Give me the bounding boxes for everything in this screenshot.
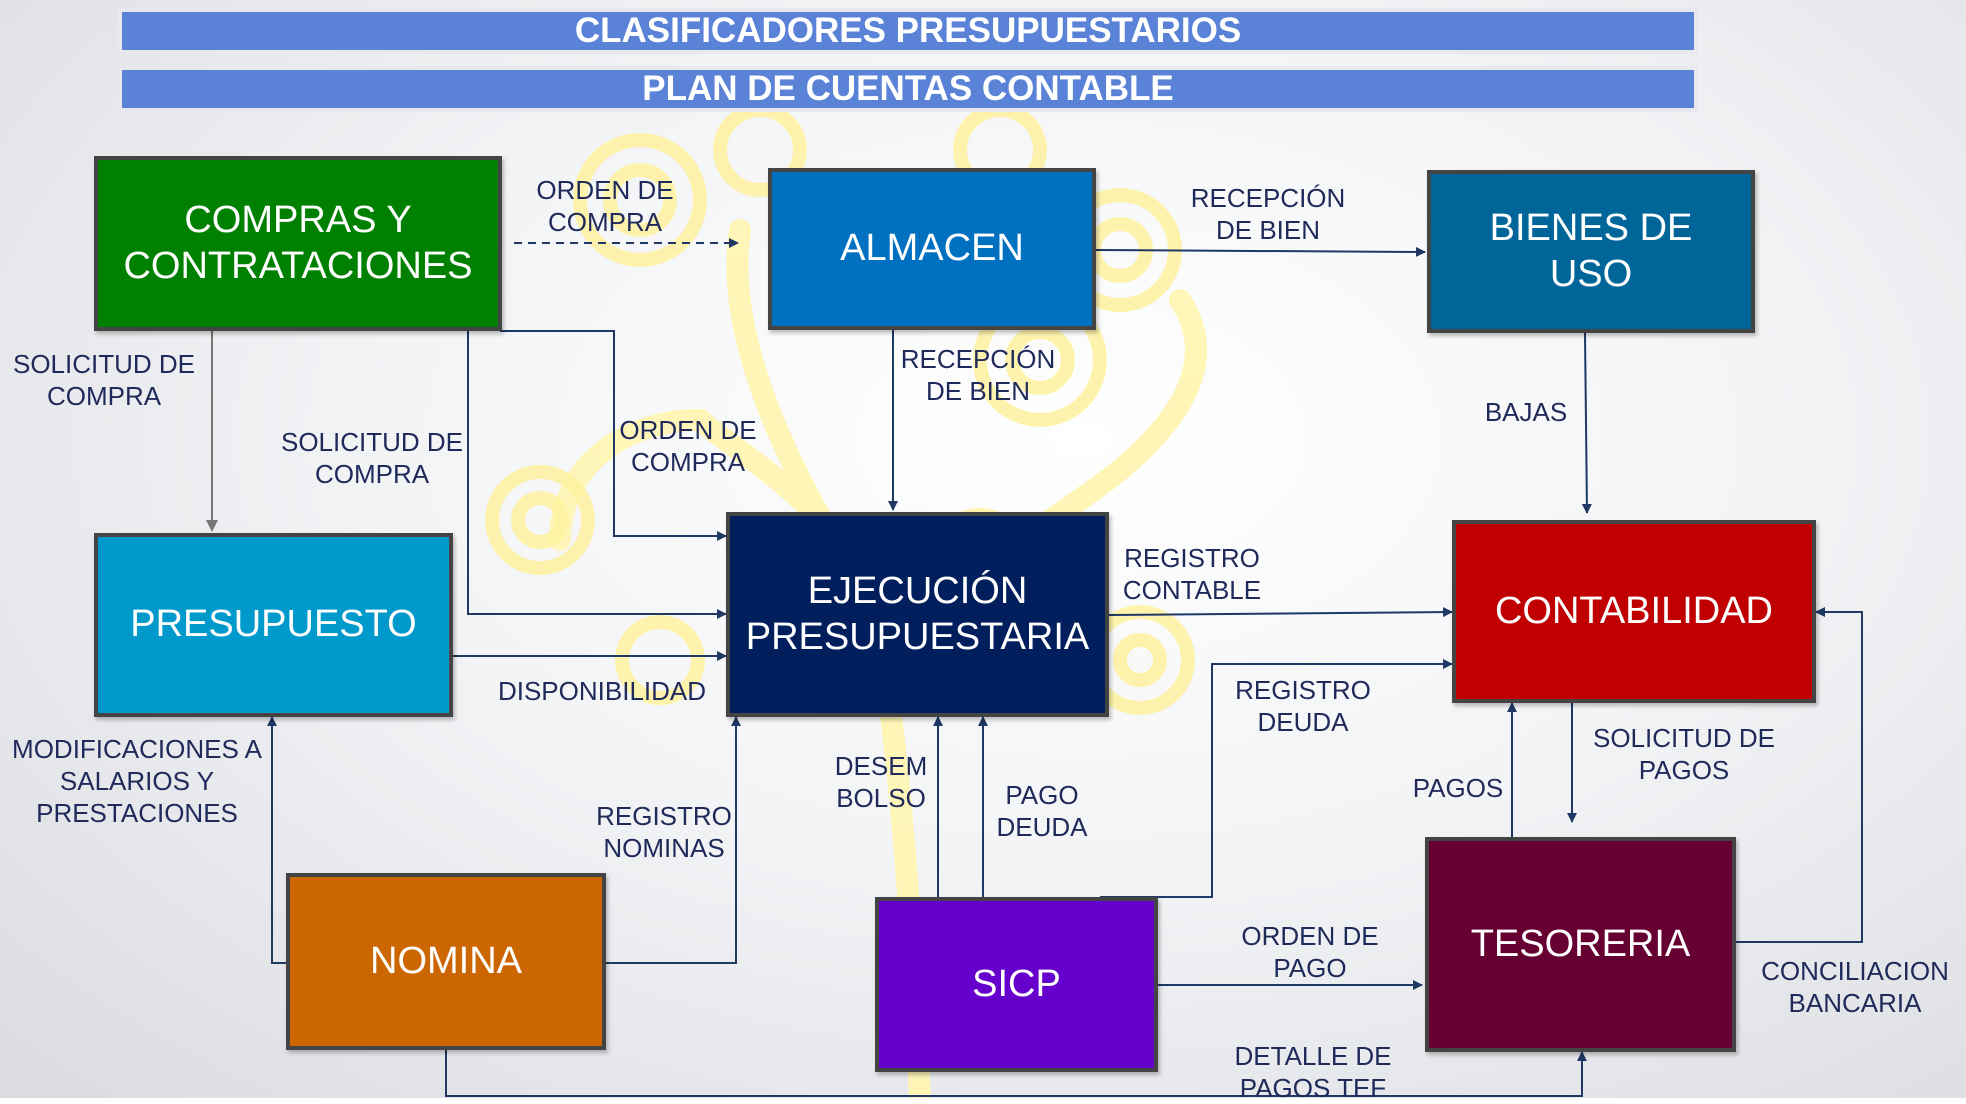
edge-nomina-ejecucion xyxy=(604,716,741,964)
label-recepcion-bien-top: RECEPCIÓN DE BIEN xyxy=(1190,183,1346,245)
label-solicitud-compra-left: SOLICITUD DE COMPRA xyxy=(12,349,196,411)
node-presupuesto: PRESUPUESTO xyxy=(94,533,453,717)
label-recepcion-bien-mid: RECEPCIÓN DE BIEN xyxy=(900,344,1056,406)
label-modificaciones-salarios: MODIFICACIONES A SALARIOS Y PRESTACIONES xyxy=(12,734,262,828)
node-tesoreria: TESORERIA xyxy=(1425,837,1736,1052)
label-desembolso: DESEM BOLSO xyxy=(834,751,928,813)
banner-clasificadores: CLASIFICADORES PRESUPUESTARIOS xyxy=(118,8,1698,54)
label-registro-nominas: REGISTRO NOMINAS xyxy=(596,801,732,863)
edge-nomina-presupuesto xyxy=(267,716,288,964)
node-bienes-de-uso: BIENES DE USO xyxy=(1427,170,1755,333)
label-registro-contable: REGISTRO CONTABLE xyxy=(1122,543,1262,605)
banner-plan-cuentas: PLAN DE CUENTAS CONTABLE xyxy=(118,66,1698,112)
node-compras-contrataciones: COMPRAS Y CONTRATACIONES xyxy=(94,156,502,331)
label-orden-compra-mid: ORDEN DE COMPRA xyxy=(619,415,757,477)
edge-ejecucion-contabilidad xyxy=(1108,607,1453,618)
node-ejecucion-presupuestaria: EJECUCIÓN PRESUPUESTARIA xyxy=(726,512,1109,717)
label-disponibilidad: DISPONIBILIDAD xyxy=(497,676,707,706)
node-almacen: ALMACEN xyxy=(768,168,1096,330)
node-nomina: NOMINA xyxy=(286,873,606,1050)
label-orden-pago: ORDEN DE PAGO xyxy=(1241,921,1379,983)
edge-compras-ejecucion-orden xyxy=(500,330,727,541)
label-pagos: PAGOS xyxy=(1412,773,1504,803)
label-bajas: BAJAS xyxy=(1484,397,1568,427)
node-sicp: SICP xyxy=(875,897,1158,1072)
node-contabilidad: CONTABILIDAD xyxy=(1452,520,1816,703)
label-conciliacion-bancaria: CONCILIACION BANCARIA xyxy=(1761,956,1949,1018)
label-solicitud-compra-mid: SOLICITUD DE COMPRA xyxy=(280,427,464,489)
edge-bienes-contabilidad xyxy=(1581,332,1592,514)
edge-tesoreria-conciliacion xyxy=(1736,607,1863,943)
edge-nomina-tesoreria xyxy=(445,1050,1587,1097)
label-orden-compra-top: ORDEN DE COMPRA xyxy=(536,175,674,237)
label-solicitud-pagos: SOLICITUD DE PAGOS xyxy=(1592,723,1776,785)
edge-compras-ejecucion-solicitud xyxy=(467,331,727,619)
label-detalle-pagos-tef: DETALLE DE PAGOS TEF xyxy=(1234,1041,1392,1103)
label-registro-deuda: REGISTRO DEUDA xyxy=(1235,675,1371,737)
edge-almacen-bienes xyxy=(1095,246,1426,257)
label-pago-deuda: PAGO DEUDA xyxy=(996,780,1088,842)
